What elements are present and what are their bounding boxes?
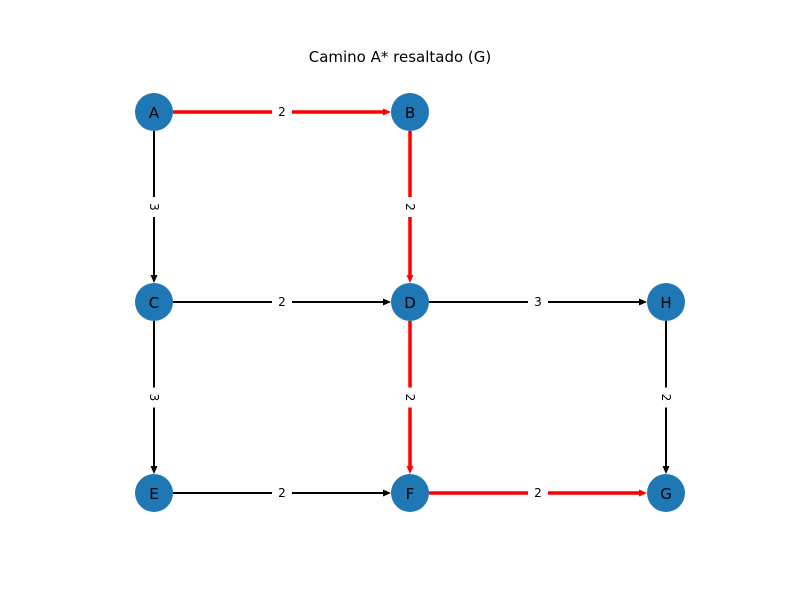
node-label: A	[149, 104, 160, 122]
node-B: B	[391, 93, 429, 131]
node-circle	[391, 93, 429, 131]
edge-weight-label: 2	[528, 485, 548, 501]
node-C: C	[135, 283, 173, 321]
arrowhead	[406, 466, 414, 474]
edge-weight-label: 2	[402, 387, 418, 408]
node-circle	[135, 93, 173, 131]
edge-label-background	[528, 294, 548, 310]
edge-weight: 2	[403, 203, 417, 211]
arrowhead	[383, 108, 391, 116]
node-label: H	[660, 294, 671, 312]
arrowhead	[383, 298, 391, 306]
node-E: E	[135, 474, 173, 512]
node-G: G	[647, 474, 685, 512]
edge-label-background	[272, 294, 292, 310]
edge-labels-layer: 2 3 2 2 3 3 2 2 2 2	[146, 104, 674, 501]
node-H: H	[647, 283, 685, 321]
node-label: F	[406, 485, 415, 503]
edge-weight: 2	[534, 486, 542, 500]
node-circle	[135, 283, 173, 321]
arrowhead	[383, 489, 391, 497]
edge-weight: 2	[278, 105, 286, 119]
node-label: C	[149, 294, 159, 312]
node-label: B	[405, 104, 415, 122]
node-D: D	[391, 283, 429, 321]
node-circle	[135, 474, 173, 512]
node-label: G	[660, 485, 672, 503]
edge-weight: 3	[147, 203, 161, 211]
arrowhead	[662, 466, 670, 474]
node-A: A	[135, 93, 173, 131]
edge-label-background	[272, 485, 292, 501]
node-circle	[647, 474, 685, 512]
edge-label-background	[658, 387, 674, 408]
edge-label-background	[146, 197, 162, 217]
node-circle	[391, 283, 429, 321]
arrowhead	[150, 275, 158, 283]
node-circle	[647, 283, 685, 321]
node-label: D	[404, 294, 416, 312]
arrowhead	[639, 489, 647, 497]
nodes-layer: A B C D H E F G	[135, 93, 685, 512]
edge-label-background	[402, 387, 418, 408]
edge-weight: 2	[278, 486, 286, 500]
edge-weight-label: 3	[146, 197, 162, 217]
edge-weight-label: 2	[272, 104, 292, 120]
node-circle	[391, 474, 429, 512]
edge-label-background	[402, 197, 418, 217]
edge-weight-label: 2	[658, 387, 674, 408]
edge-weight-label: 2	[272, 294, 292, 310]
arrowhead	[406, 275, 414, 283]
edge-label-background	[272, 104, 292, 120]
arrowhead	[639, 298, 647, 306]
figure-title: Camino A* resaltado (G)	[308, 48, 492, 66]
edge-weight: 2	[659, 394, 673, 402]
edge-label-background	[528, 485, 548, 501]
node-label: E	[149, 485, 158, 503]
arrowhead	[150, 466, 158, 474]
edge-weight-label: 3	[146, 387, 162, 408]
edge-weight: 3	[147, 394, 161, 402]
edge-weight-label: 2	[272, 485, 292, 501]
edge-weight-label: 2	[402, 197, 418, 217]
node-F: F	[391, 474, 429, 512]
edge-weight: 3	[534, 295, 542, 309]
edge-weight: 2	[403, 394, 417, 402]
edge-weight: 2	[278, 295, 286, 309]
edge-weight-label: 3	[528, 294, 548, 310]
edge-label-background	[146, 387, 162, 408]
